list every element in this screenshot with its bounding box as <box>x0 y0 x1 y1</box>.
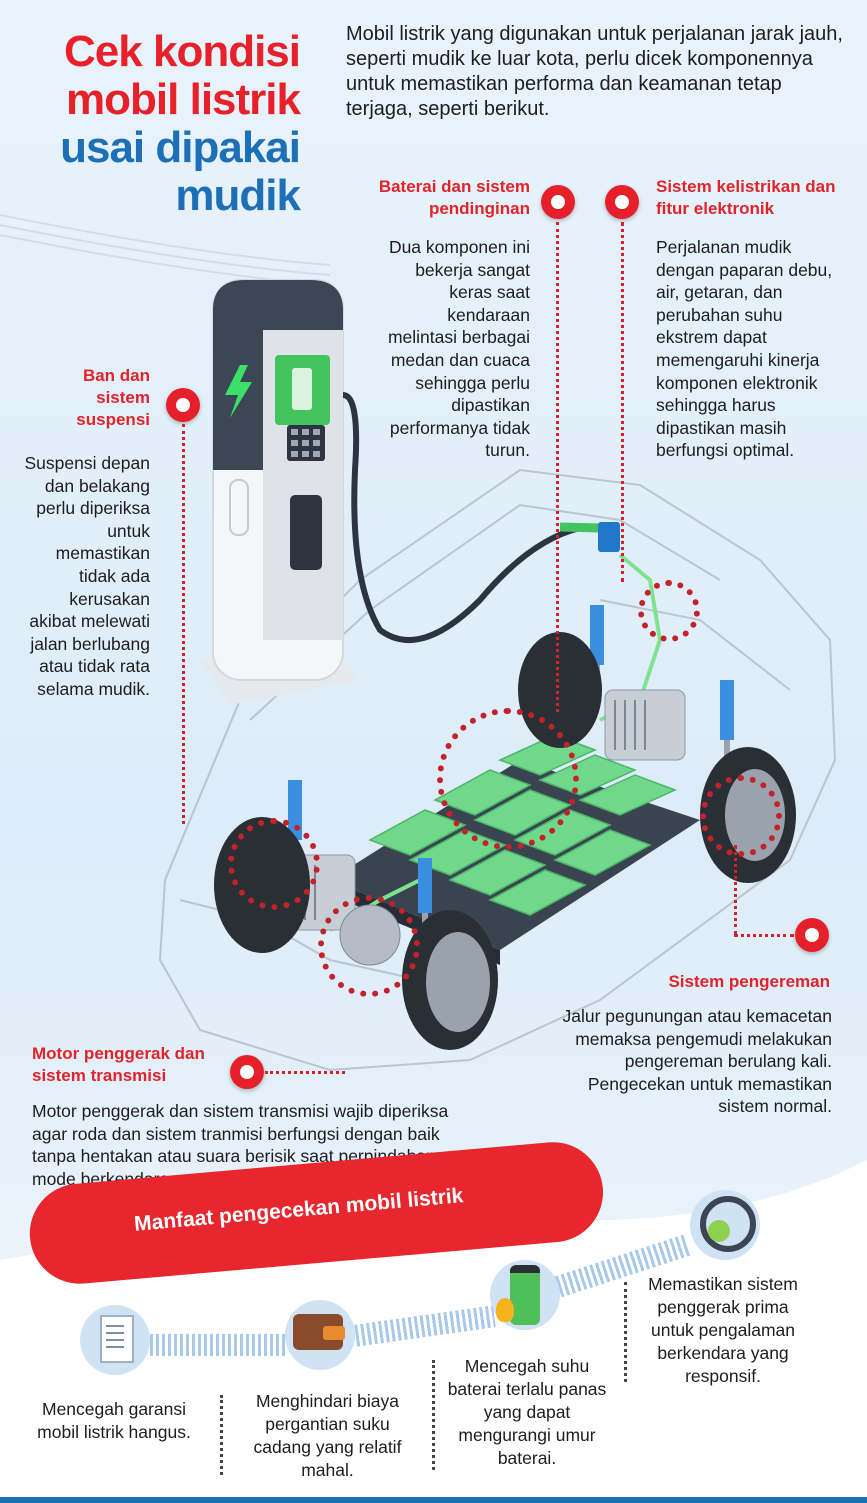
brake-marker-icon <box>795 918 829 952</box>
coil-connector-1 <box>150 1334 285 1356</box>
brake-leader-line-h <box>734 934 794 937</box>
title-line-2: mobil listrik <box>66 75 301 124</box>
hot-battery-icon <box>490 1260 560 1330</box>
benefit-divider-1 <box>220 1395 223 1475</box>
benefit-divider-3 <box>624 1282 627 1382</box>
suspension-marker-icon <box>166 388 200 422</box>
battery-text: Dua komponen ini bekerja sangat keras sa… <box>387 237 530 461</box>
receipt-icon <box>80 1305 150 1375</box>
title-line-1: Cek kondisi <box>64 27 301 76</box>
charging-plug <box>598 522 620 552</box>
intro-text: Mobil listrik yang digunakan untuk perja… <box>346 23 843 120</box>
suspension-highlight-ring <box>228 818 320 910</box>
suspension-heading: Ban dan sistem suspensi <box>76 366 150 429</box>
electrical-leader-line <box>621 222 624 582</box>
battery-highlight-ring <box>437 708 579 850</box>
title-line-4: mudik <box>175 171 301 220</box>
electrical-text: Perjalanan mudik dengan paparan debu, ai… <box>656 237 833 461</box>
benefit-item-4: Memastikan sistem penggerak prima untuk … <box>648 1274 798 1386</box>
brake-leader-line-v <box>734 845 737 935</box>
electrical-marker-icon <box>605 185 639 219</box>
charging-station <box>200 279 360 705</box>
bottom-rule <box>0 1497 867 1503</box>
brake-highlight-ring <box>700 775 782 857</box>
suspension-text: Suspensi depan dan belakang perlu diperi… <box>24 453 150 699</box>
benefit-item-2: Menghindari biaya pergantian suku cadang… <box>253 1391 402 1480</box>
benefit-item-3: Mencegah suhu baterai terlalu panas yang… <box>447 1356 607 1468</box>
battery-leader-line <box>556 222 559 712</box>
motor-heading: Motor penggerak dan sistem transmisi <box>32 1044 205 1085</box>
electrical-heading: Sistem kelistrikan dan fitur elektronik <box>656 177 836 218</box>
suspension-leader-line <box>182 424 185 824</box>
benefit-item-1: Mencegah garansi mobil listrik hangus. <box>37 1399 191 1442</box>
benefit-divider-2 <box>432 1360 435 1470</box>
rear-motor <box>604 689 686 761</box>
motor-highlight-ring <box>318 895 420 997</box>
battery-heading: Baterai dan sistem pendinginan <box>378 177 530 218</box>
benefits-banner-label: Manfaat pengecekan mobil listrik <box>133 1184 465 1236</box>
brake-heading: Sistem pengereman <box>668 972 830 991</box>
wallet-icon <box>285 1300 355 1370</box>
battery-marker-icon <box>541 185 575 219</box>
page-title: Cek kondisi mobil listrik usai dipakai m… <box>20 27 301 220</box>
hatch-decoration <box>0 214 331 286</box>
brake-text: Jalur pegunungan atau kemacetan memaksa … <box>562 1006 832 1117</box>
motor-leader-line <box>265 1071 345 1074</box>
motor-marker-icon <box>230 1055 264 1089</box>
electrical-highlight-ring <box>638 580 700 642</box>
title-line-3: usai dipakai <box>60 123 301 172</box>
drive-belt-icon <box>690 1190 760 1260</box>
